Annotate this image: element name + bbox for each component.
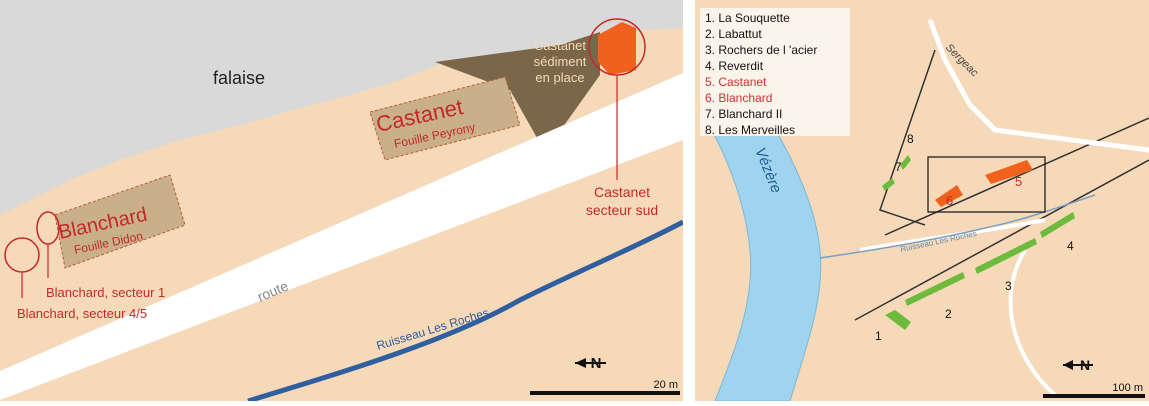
- stream-line: [247, 219, 685, 404]
- scale-label: 100 m: [1112, 382, 1143, 394]
- svg-text:N: N: [1080, 357, 1090, 373]
- site-number-6: 6: [946, 193, 953, 208]
- legend-box: [700, 8, 850, 136]
- sector-4-5-label: Blanchard, secteur 4/5: [17, 306, 147, 321]
- castanet-south-label-2: secteur sud: [586, 202, 658, 218]
- cliff-line-lower: [854, 159, 1149, 321]
- sector-1-label: Blanchard, secteur 1: [46, 285, 165, 300]
- scale-label: 20 m: [654, 379, 678, 391]
- left-site-map: falaise Castanet Fouille Peyrony Blancha…: [0, 0, 685, 404]
- castanet-south-label-1: Castanet: [594, 184, 650, 200]
- cliff-label: falaise: [213, 68, 265, 88]
- site-number-3: 3: [1005, 279, 1012, 293]
- site-3: [975, 238, 1037, 274]
- legend-item-5: 5. Castanet: [705, 75, 767, 89]
- legend-item-4: 4. Reverdit: [705, 59, 764, 73]
- legend-item-2: 2. Labattut: [705, 27, 762, 41]
- site-number-8: 8: [907, 132, 914, 146]
- svg-text:N: N: [591, 355, 602, 372]
- legend-item-6: 6. Blanchard: [705, 91, 772, 105]
- north-arrow-icon: N: [1063, 357, 1093, 373]
- legend-list: 1. La Souquette 2. Labattut 3. Rochers d…: [705, 11, 817, 137]
- cliff-line-upper: [884, 117, 1149, 236]
- road-southeast: [1008, 248, 1057, 397]
- site-5: [985, 160, 1033, 184]
- site-8: [900, 155, 911, 170]
- study-area-box: [927, 156, 1046, 213]
- cliff-area: [0, 0, 683, 215]
- cliff-line-west: [879, 49, 936, 226]
- site-number-5: 5: [1015, 174, 1022, 189]
- legend-item-1: 1. La Souquette: [705, 11, 790, 25]
- site-1: [885, 310, 911, 330]
- north-arrow-icon: N: [575, 355, 606, 372]
- right-overview-map: 1. La Souquette 2. Labattut 3. Rochers d…: [695, 0, 1149, 402]
- site-6: [935, 185, 963, 207]
- left-map-svg: falaise Castanet Fouille Peyrony Blancha…: [0, 0, 685, 404]
- site-7: [882, 178, 895, 191]
- route-road: [0, 73, 683, 400]
- site-number-1: 1: [875, 329, 882, 343]
- blanchard-excavation-area: [54, 174, 186, 269]
- legend-item-8: 8. Les Merveilles: [705, 123, 795, 137]
- site-number-2: 2: [945, 307, 952, 321]
- legend-item-3: 3. Rochers de l 'acier: [705, 43, 817, 57]
- castanet-south-site: [598, 22, 636, 75]
- sediment-label-2: sédiment: [534, 54, 587, 69]
- castanet-excavation-area: [369, 76, 521, 161]
- site-2: [905, 272, 965, 306]
- sediment-in-place-area: [435, 32, 600, 152]
- sediment-label-1: Castanet: [534, 38, 586, 53]
- road-sergeac: [927, 19, 1149, 153]
- sediment-label-3: en place: [535, 70, 584, 85]
- stream-line: [819, 194, 1096, 259]
- legend-item-7: 7. Blanchard II: [705, 107, 782, 121]
- site-number-4: 4: [1067, 239, 1074, 253]
- site-4: [1040, 212, 1075, 238]
- site-number-7: 7: [895, 160, 902, 174]
- right-map-svg: 1. La Souquette 2. Labattut 3. Rochers d…: [695, 0, 1149, 402]
